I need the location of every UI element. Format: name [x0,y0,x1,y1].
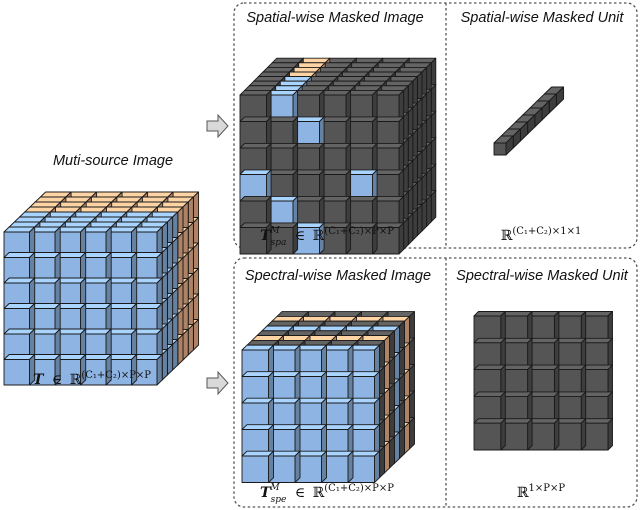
spatial-masked-unit [493,86,565,156]
voxel-side [156,354,163,386]
voxel-top [248,80,281,87]
voxel-side [374,450,380,483]
spectral-panel [233,257,638,508]
voxel-side [412,208,418,241]
voxel-top [267,62,300,68]
voxel-top [239,195,272,202]
source-image-label: Muti-source Image [53,153,173,169]
voxel-side [426,194,432,227]
voxel-side [347,450,354,483]
voxel-front [241,455,269,483]
spectral-masked-unit [473,311,613,451]
voxel-side [430,190,437,223]
voxel-side [389,436,395,469]
voxel-side [500,418,506,451]
voxel-top [473,418,506,424]
spectral-unit-label: Spectral-wise Masked Unit [456,268,629,284]
voxel-side [182,329,189,361]
voxel-front [239,227,267,255]
voxel-top [473,391,506,397]
voxel-side [161,349,168,381]
arrow-to-spatial [206,113,229,139]
voxel-side [607,418,613,451]
voxel-side [421,199,428,232]
voxel-side [321,450,327,483]
voxel-top [473,337,506,344]
voxel-top [239,222,272,228]
voxel-front [493,142,507,156]
voxel-top [239,169,272,175]
spatial-unit-formula: ℝ(C₁+C₂)×1×1 [501,226,582,244]
voxel-top [239,142,272,149]
voxel-side [398,222,405,255]
voxel-top [253,76,286,82]
voxel-top [239,116,272,122]
voxel-side [394,431,400,464]
voxel-side [527,418,533,451]
voxel-side [407,213,414,246]
voxel-top [271,57,304,64]
voxel-top [473,364,506,371]
spatial-panel [233,2,638,249]
voxel-side [580,418,587,451]
spectral-image-label: Spectral-wise Masked Image [245,268,431,284]
voxel-top [239,89,272,96]
voxel-side [404,421,410,455]
voxel-side [379,445,385,479]
spectral-masked-cube [241,311,415,483]
voxel-side [187,324,194,356]
voxel-side [177,334,184,366]
spatial-masked-cube [239,57,437,255]
voxel-side [294,450,301,483]
voxel-front [473,422,502,451]
voxel-side [403,217,409,250]
voxel-top [257,71,290,78]
voxel-top [473,311,506,317]
voxel-side [384,441,390,474]
source-formula: T ∈ ℝ(C₁+C₂)×P×P [33,370,151,388]
voxel-side [553,418,560,451]
voxel-side [399,426,405,459]
voxel-side [172,339,179,371]
voxel-front [3,359,30,386]
arrow-to-spectral [206,370,229,396]
voxel-side [192,319,200,351]
spatial-image-label: Spatial-wise Masked Image [246,10,423,26]
spatial-unit-label: Spatial-wise Masked Unit [461,10,625,26]
voxel-side [166,344,174,376]
spectral-unit-formula: ℝ1×P×P [517,483,565,501]
voxel-side [409,417,415,450]
voxel-top [262,66,295,73]
voxel-side [268,450,274,483]
voxel-top [244,85,277,91]
source-cube [3,191,200,386]
voxel-side [416,204,423,237]
